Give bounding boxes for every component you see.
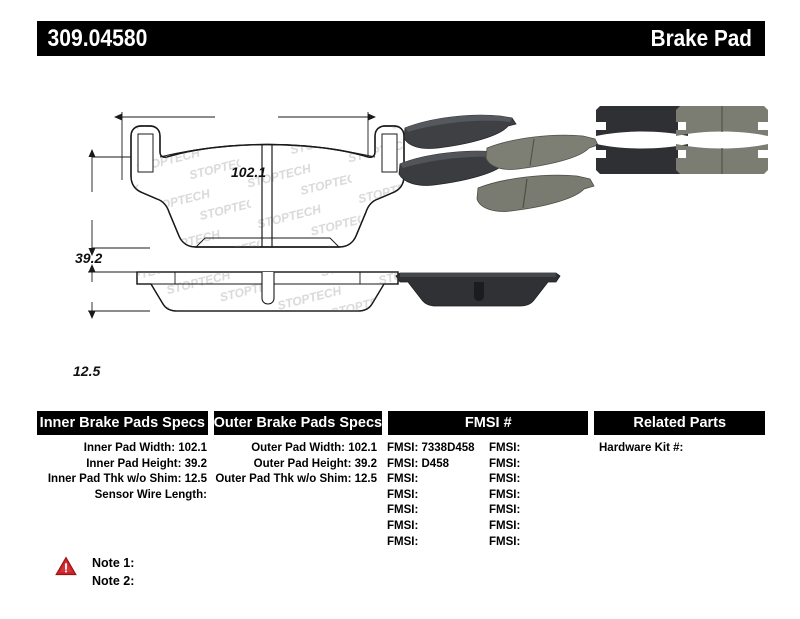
header-gap-2 (382, 411, 389, 435)
table-row: Outer Pad Width: 102.1 (209, 441, 379, 457)
column-header-related-parts: Related Parts (594, 411, 765, 435)
row-label: FMSI: (387, 535, 419, 548)
row-value: 12.5 (354, 473, 377, 486)
part-number: 309.04580 (47, 24, 148, 52)
note-2: Note 2: (92, 574, 135, 588)
dimension-height-label: 39.2 (75, 250, 103, 266)
product-photo-edge-pad (395, 272, 561, 307)
spec-table: Inner Brake Pads Specs Outer Brake Pads … (37, 411, 765, 550)
table-row: Sensor Wire Length: (37, 488, 209, 504)
table-row: FMSI: (379, 472, 483, 488)
row-label: Inner Pad Width: (83, 442, 179, 454)
table-row: Inner Pad Height: 39.2 (37, 457, 209, 473)
column-header-outer-specs: Outer Brake Pads Specs (213, 411, 383, 435)
table-row: FMSI: (483, 503, 587, 519)
header-gap-3 (588, 411, 595, 435)
table-row: Outer Pad Height: 39.2 (209, 457, 379, 473)
spec-table-header-row: Inner Brake Pads Specs Outer Brake Pads … (37, 411, 765, 435)
row-label: Inner Pad Height: (86, 457, 185, 470)
table-row: FMSI: (379, 503, 483, 519)
row-value: 39.2 (184, 457, 207, 470)
table-row: FMSI: (483, 441, 587, 457)
warning-triangle-icon (55, 556, 77, 576)
row-label: FMSI: (387, 442, 422, 454)
row-value: 102.1 (178, 442, 207, 454)
table-row: Outer Pad Thk w/o Shim: 12.5 (209, 472, 379, 488)
header-bar: 309.04580 Brake Pad (37, 21, 765, 56)
product-photo-angled-pads (398, 114, 599, 212)
row-value: 12.5 (184, 473, 207, 486)
column-header-fmsi: FMSI # (388, 411, 589, 435)
row-label: FMSI: (489, 504, 521, 517)
table-row: FMSI: 7338D458 (379, 441, 483, 457)
row-label: Outer Pad Thk w/o Shim: (215, 473, 355, 486)
table-row: FMSI: (379, 535, 483, 551)
table-row: FMSI: (379, 519, 483, 535)
table-row: FMSI: (483, 488, 587, 504)
header-gap-1 (207, 411, 214, 435)
table-row: FMSI: (483, 519, 587, 535)
row-label: FMSI: (387, 473, 419, 486)
column-header-inner-specs: Inner Brake Pads Specs (37, 411, 208, 435)
product-photo-topdown-pads (596, 106, 768, 174)
row-value: 39.2 (354, 457, 377, 470)
table-row: FMSI: (483, 472, 587, 488)
row-value: 102.1 (348, 442, 377, 454)
outer-specs-column: Outer Pad Width: 102.1 Outer Pad Height:… (209, 441, 379, 550)
table-row: Inner Pad Width: 102.1 (37, 441, 209, 457)
row-label: FMSI: (387, 488, 419, 501)
row-value: 7338D458 (421, 442, 475, 454)
row-label: FMSI: (489, 488, 521, 501)
table-row: FMSI: (483, 535, 587, 551)
table-row: Hardware Kit #: (587, 441, 765, 457)
row-label: Sensor Wire Length: (94, 488, 207, 501)
row-label: Outer Pad Width: (251, 442, 349, 454)
row-label: Outer Pad Height: (253, 457, 355, 470)
dimension-thickness-label: 12.5 (73, 363, 101, 379)
pad-side-view (136, 271, 399, 312)
fmsi-subcolumn-2: FMSI: FMSI: FMSI: FMSI: FMSI: (483, 441, 587, 550)
notes-section: Note 1: Note 2: (55, 554, 134, 590)
row-label: FMSI: (489, 473, 521, 486)
row-label: FMSI: (387, 457, 422, 470)
page-title: Brake Pad (651, 25, 753, 51)
note-labels: Note 1: Note 2: (92, 554, 134, 590)
spec-table-body: Inner Pad Width: 102.1 Inner Pad Height:… (37, 441, 765, 550)
table-row: FMSI: D458 (379, 457, 483, 473)
table-row: FMSI: (483, 457, 587, 473)
row-label: FMSI: (489, 442, 521, 454)
row-label: FMSI: (489, 457, 521, 470)
row-label: FMSI: (387, 519, 419, 532)
dimension-width-label: 102.1 (231, 164, 267, 180)
note-1: Note 1: (92, 556, 135, 570)
row-label: FMSI: (489, 535, 521, 548)
inner-specs-column: Inner Pad Width: 102.1 Inner Pad Height:… (37, 441, 209, 550)
row-label: Hardware Kit #: (599, 442, 684, 454)
technical-drawing-svg: STOPTECH STOPTECH (88, 106, 768, 319)
table-row: Inner Pad Thk w/o Shim: 12.5 (37, 472, 209, 488)
row-label: Inner Pad Thk w/o Shim: (47, 473, 185, 486)
table-row: FMSI: (379, 488, 483, 504)
drawing-area: STOPTECH STOPTECH (0, 60, 800, 395)
row-label: FMSI: (489, 519, 521, 532)
row-value: D458 (421, 457, 450, 470)
related-parts-column: Hardware Kit #: (587, 441, 765, 550)
pad-top-view (130, 125, 405, 248)
fmsi-subcolumn-1: FMSI: 7338D458 FMSI: D458 FMSI: FMSI: FM… (379, 441, 483, 550)
row-label: FMSI: (387, 504, 419, 517)
fmsi-column: FMSI: 7338D458 FMSI: D458 FMSI: FMSI: FM… (379, 441, 587, 550)
